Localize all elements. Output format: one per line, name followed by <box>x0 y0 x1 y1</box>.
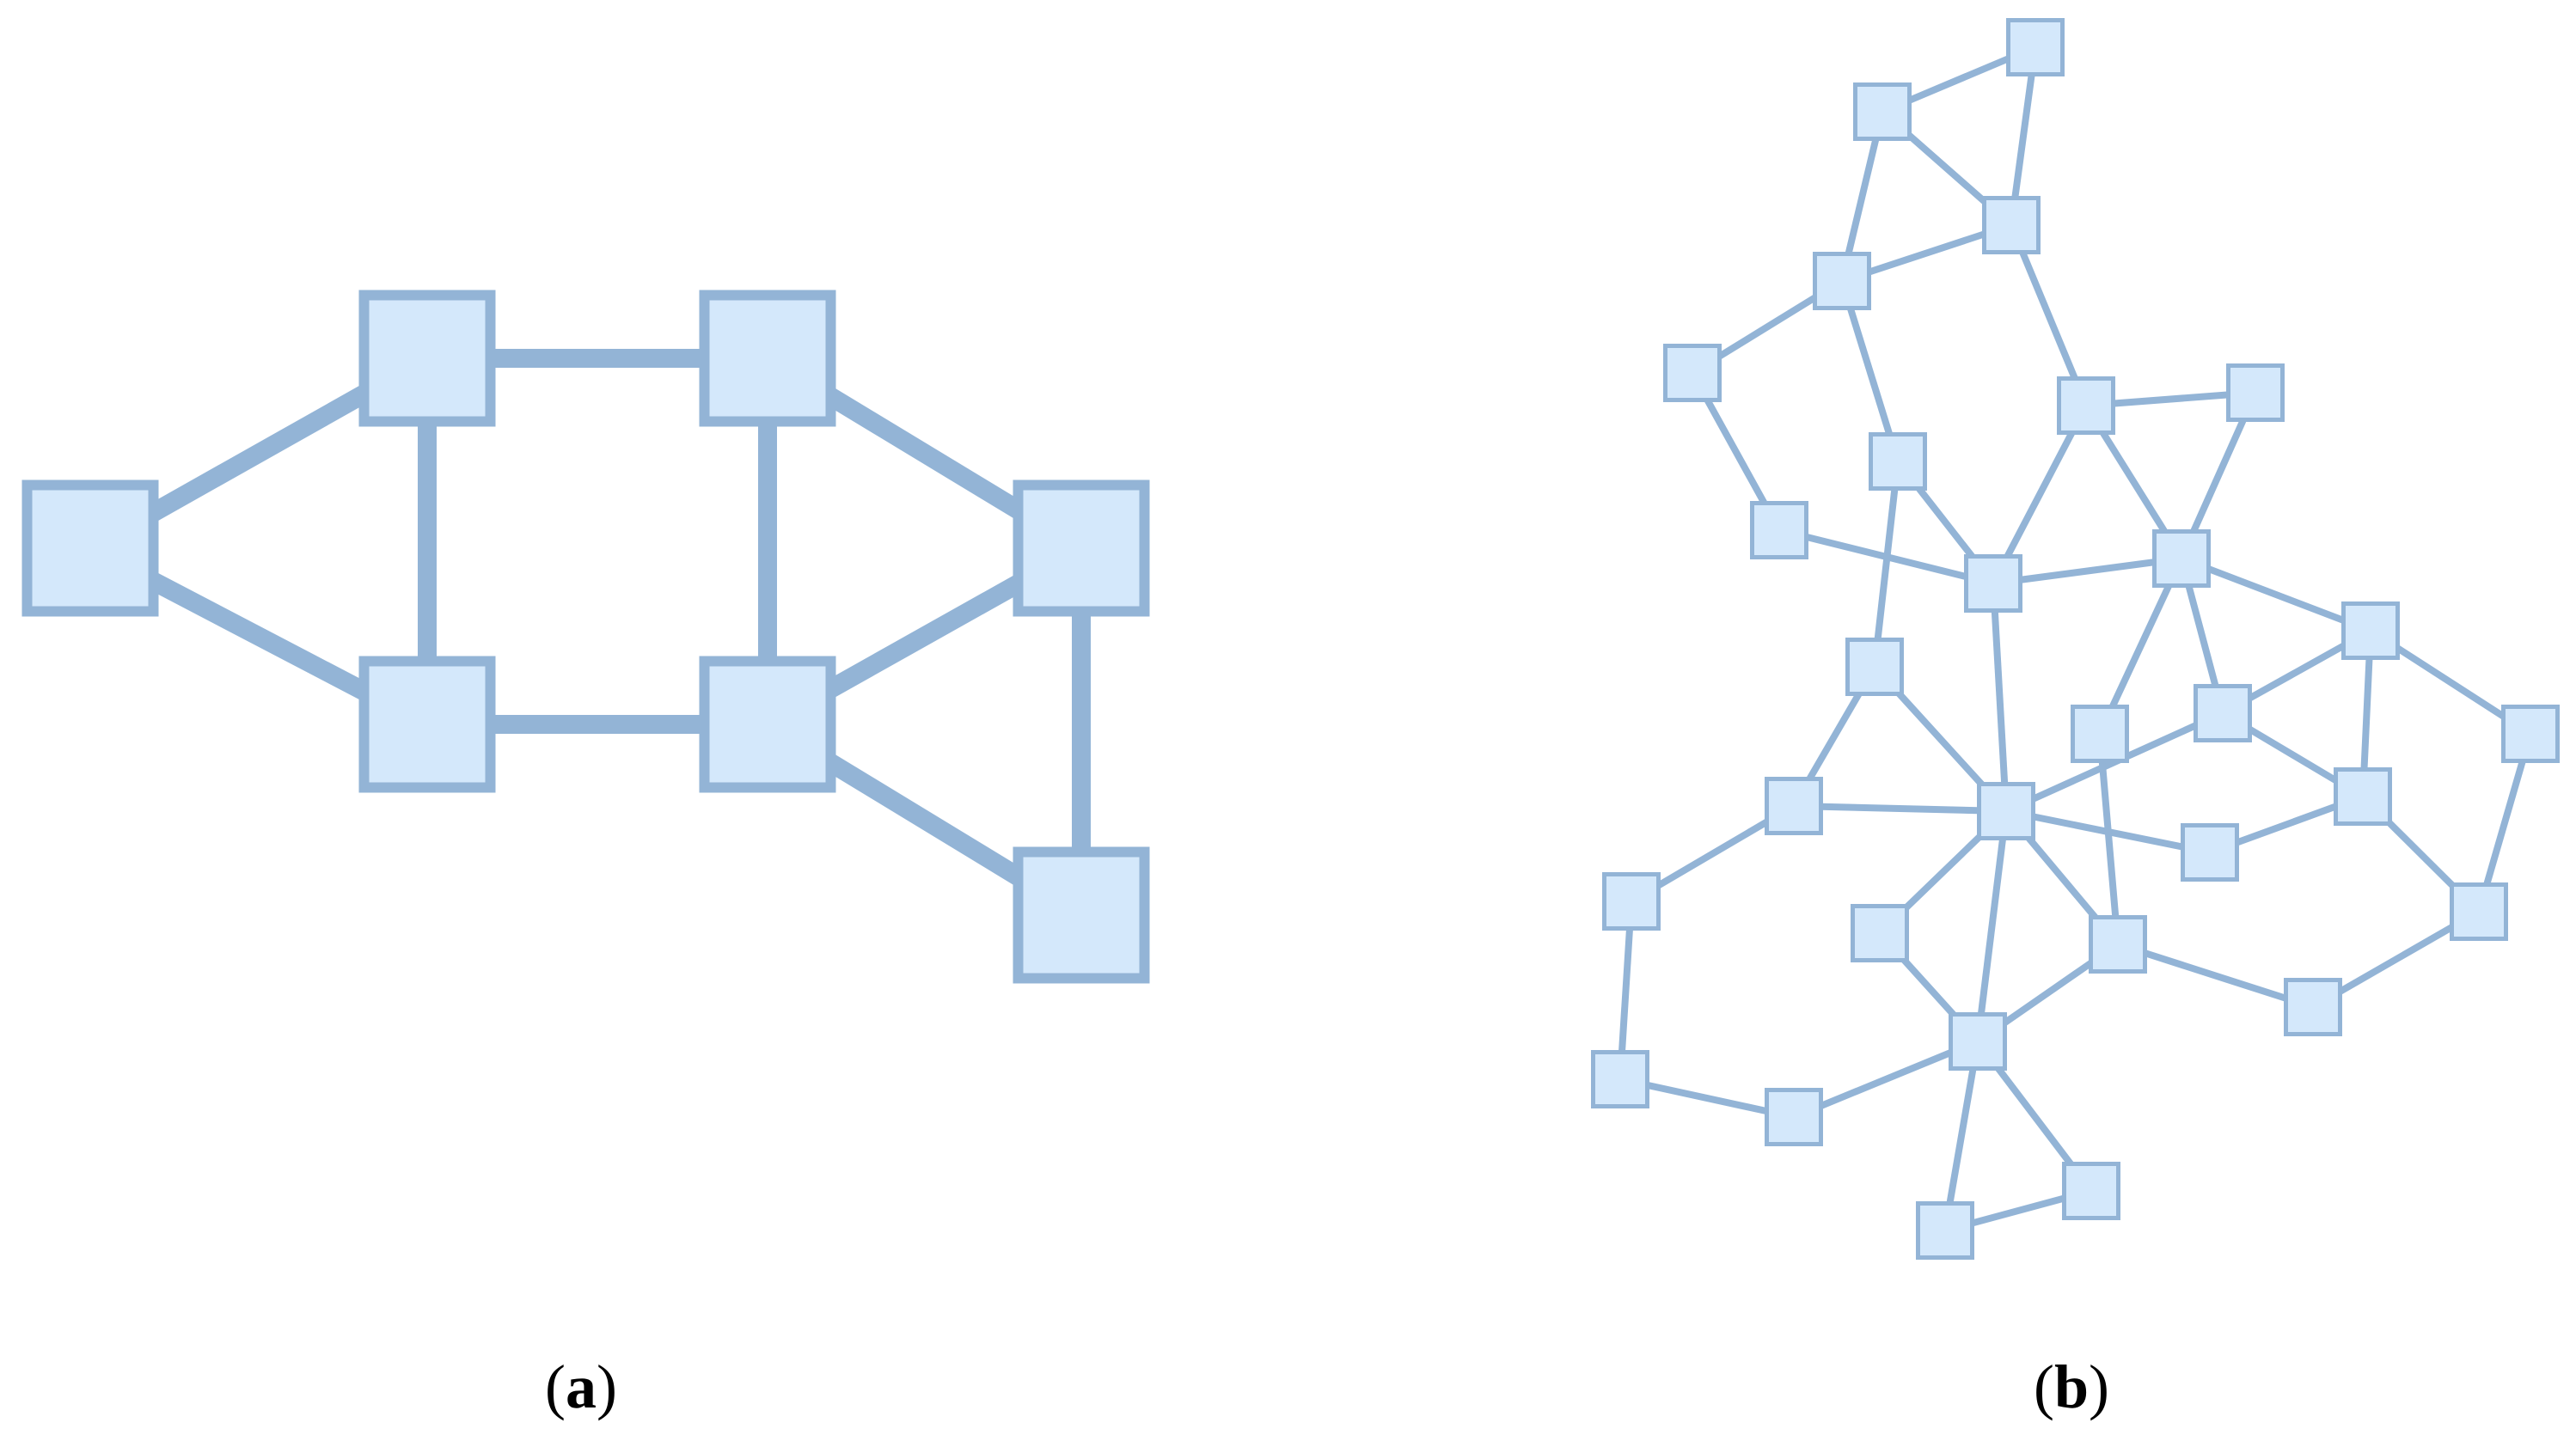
graph-node <box>1765 1088 1823 1146</box>
graph-node <box>2062 1162 2120 1220</box>
edge <box>2005 808 2211 856</box>
graph-node <box>2226 363 2285 422</box>
graph-node <box>2006 18 2065 76</box>
graph-node <box>1813 252 1871 310</box>
graph-node <box>1977 782 2035 840</box>
edge <box>1942 1041 1981 1231</box>
graph-node <box>1851 904 1909 962</box>
caption-b-letter: b <box>2053 1352 2090 1421</box>
graph-node <box>2334 767 2392 826</box>
panel-b-nodes <box>1591 18 2560 1260</box>
graph-node <box>1013 846 1150 984</box>
graph-node <box>2089 915 2147 974</box>
edge <box>1793 803 2007 815</box>
graph-node <box>2071 705 2129 763</box>
edge <box>2475 732 2534 913</box>
graph-node <box>358 290 496 427</box>
edge <box>1990 583 2010 812</box>
graph-node <box>1013 479 1150 617</box>
graph-node <box>2181 823 2239 882</box>
edge <box>1871 461 1901 668</box>
caption-b-open: ( <box>2034 1352 2054 1421</box>
edge <box>2008 46 2039 226</box>
graph-node <box>1964 554 2022 613</box>
graph-node <box>2501 705 2560 763</box>
graph-node <box>1845 638 1904 696</box>
graph-node <box>1602 872 1661 931</box>
edge <box>2096 733 2121 945</box>
caption-b: (b) <box>2034 1356 2109 1418</box>
edge <box>2116 941 2315 1011</box>
graph-node <box>1591 1050 1649 1108</box>
graph-node <box>1982 196 2041 254</box>
edge <box>1974 810 2010 1042</box>
caption-a: (a) <box>545 1356 617 1418</box>
graph-node <box>21 479 159 617</box>
edge <box>1992 555 2182 587</box>
graph-node <box>2284 978 2342 1036</box>
graph-node <box>1916 1201 1974 1260</box>
panel-b-graph <box>1591 18 2560 1260</box>
graph-node <box>1663 344 1722 402</box>
graph-node <box>699 656 836 793</box>
graph-node <box>2341 601 2400 660</box>
caption-a-close: ) <box>596 1352 617 1421</box>
edge <box>1792 1038 1979 1120</box>
graph-node <box>1765 777 1823 835</box>
graph-node <box>2152 529 2211 588</box>
graph-node <box>2450 882 2508 941</box>
graph-node <box>2194 684 2252 742</box>
caption-a-letter: a <box>565 1352 597 1421</box>
graph-node <box>1949 1012 2007 1071</box>
panel-a-edges <box>85 349 1091 924</box>
panel-a-graph <box>21 290 1150 984</box>
graph-node <box>2057 376 2115 435</box>
graph-node <box>1853 82 1912 141</box>
graph-node <box>358 656 496 793</box>
panel-a-nodes <box>21 290 1150 984</box>
edge <box>2008 223 2090 407</box>
edge <box>2180 555 2372 634</box>
edge <box>1617 901 1635 1080</box>
caption-b-close: ) <box>2089 1352 2110 1421</box>
graph-node <box>1750 501 1808 559</box>
graph-node <box>1869 432 1927 491</box>
edge <box>1990 404 2090 585</box>
edge <box>1839 279 1901 463</box>
caption-a-open: ( <box>545 1352 566 1421</box>
graph-node <box>699 290 836 427</box>
